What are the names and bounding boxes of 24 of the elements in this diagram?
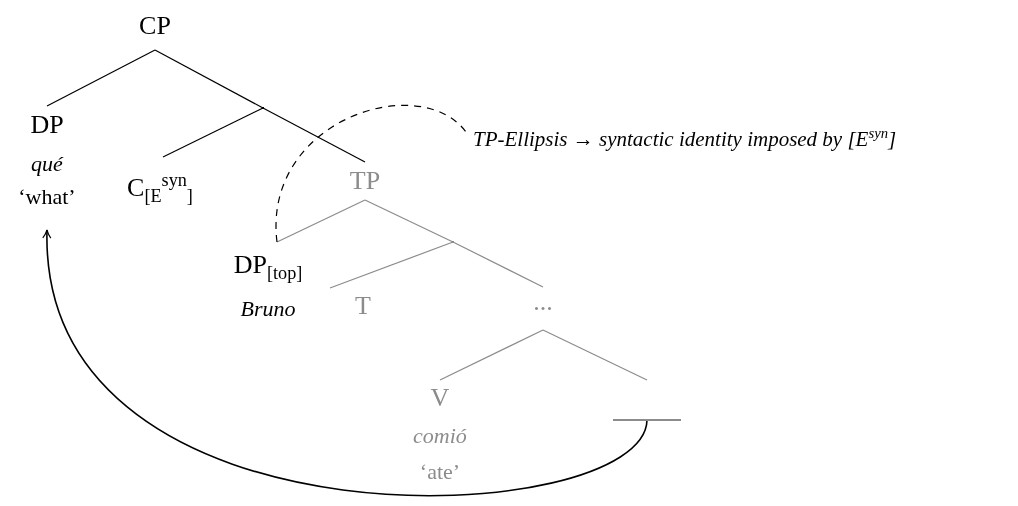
category-label: V	[430, 382, 450, 414]
tree-branch	[542, 329, 648, 381]
word-text: qué	[31, 150, 63, 178]
tree-branch	[276, 199, 366, 243]
dashed-curve	[276, 105, 467, 243]
tree-branch	[162, 107, 264, 158]
tree-branch	[364, 199, 454, 243]
category-label: T	[355, 290, 371, 322]
annotation-text: TP-Ellipsis → syntactic identity imposed by [E$^{syn}$]	[473, 124, 897, 153]
word-text: Bruno	[240, 295, 296, 324]
tree-branch	[439, 329, 544, 381]
category-label: DP	[30, 109, 64, 141]
gloss-text: ‘what’	[18, 183, 76, 211]
category-label: DP$_{[top]}$	[233, 249, 303, 286]
gloss-text: ‘ate’	[419, 458, 461, 486]
category-label: TP	[349, 165, 381, 197]
tree-branch	[329, 241, 454, 289]
tree-branch	[46, 49, 156, 107]
category-label: CP	[139, 10, 171, 42]
tree-branch	[262, 107, 366, 163]
tree-branch	[452, 241, 544, 288]
tree-branch	[154, 49, 264, 109]
word-text: comió	[413, 422, 467, 450]
category-label: ...	[533, 286, 553, 318]
